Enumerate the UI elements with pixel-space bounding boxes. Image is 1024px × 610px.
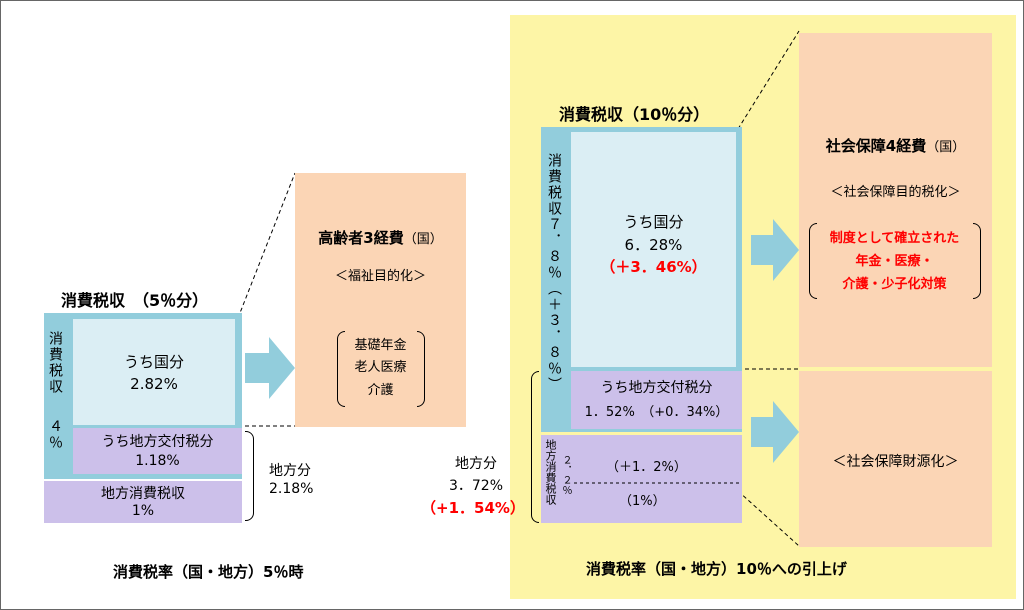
right-national-value: 6．28% xyxy=(624,236,683,254)
right-footer: 消費税率（国・地方）10％への引上げ xyxy=(586,560,847,578)
left-top-connector xyxy=(237,172,296,319)
elderly-title-suffix: （国） xyxy=(403,232,443,247)
right-upper-arrow-icon xyxy=(751,219,799,281)
social-item-3: 介護・少子化対策 xyxy=(842,277,947,292)
right-national-label: うち国分 xyxy=(623,213,684,231)
left-footer: 消費税率（国・地方）5％時 xyxy=(113,563,304,581)
elderly-bracket-right xyxy=(417,331,425,407)
social-title-suffix: （国） xyxy=(926,140,966,155)
right-top-connector xyxy=(737,30,800,130)
right-vertical-label: 消費税収７．８％（＋３．８％） xyxy=(546,153,562,393)
elderly-subtitle: ＜福祉目的化＞ xyxy=(334,269,426,284)
left-vertical-label: 消費税収 xyxy=(47,331,63,395)
left-local-consumption-value: 1% xyxy=(131,503,155,519)
elderly-title-bold: 高齢者3経費 xyxy=(318,229,404,247)
social-fund-label: ＜社会保障財源化＞ xyxy=(832,454,959,470)
social-item-2: 年金・医療・ xyxy=(855,254,934,269)
social-fund-box xyxy=(799,371,992,547)
left-local-grant-box xyxy=(73,428,242,474)
left-local-grant-label: うち地方交付税分 xyxy=(101,434,214,450)
right-local-divider xyxy=(574,482,742,484)
right-local-grant-box xyxy=(571,371,742,429)
right-local-bracket xyxy=(531,371,539,523)
right-local-total-label: 地方分 xyxy=(455,456,497,472)
social-security-box xyxy=(799,33,992,367)
left-local-total-label: 地方分 xyxy=(269,463,311,479)
right-header: 消費税収（10％分） xyxy=(559,105,710,124)
left-national-value: 2.82% xyxy=(130,375,178,393)
elderly-item-1: 基礎年金 xyxy=(354,338,407,353)
right-bottom-connector xyxy=(737,490,800,547)
left-local-grant-value: 1.18% xyxy=(135,453,180,469)
left-local-consumption-box xyxy=(44,481,242,523)
social-subtitle: ＜社会保障目的税化＞ xyxy=(830,185,961,200)
right-national-box xyxy=(571,132,736,367)
left-header: 消費税収 （5％分） xyxy=(61,291,209,310)
right-local-increase: （＋1．2%） xyxy=(606,460,687,475)
social-title-bold: 社会保障4経費 xyxy=(825,137,927,155)
right-local-grant-label: うち地方交付税分 xyxy=(600,380,713,396)
left-local-total-value: 2.18% xyxy=(269,481,314,497)
left-national-box xyxy=(73,319,235,425)
elderly-item-3: 介護 xyxy=(367,383,394,398)
left-vertical-percent: ４％ xyxy=(47,419,63,451)
left-local-consumption-label: 地方消費税収 xyxy=(101,486,185,502)
right-local-total-value: 3．72% xyxy=(448,478,504,494)
left-arrow-icon xyxy=(245,337,295,399)
right-local-consumption-vertical: 地方消費税収 xyxy=(544,439,557,505)
right-local-total-increase: （+1．54%） xyxy=(421,499,525,517)
left-local-bracket xyxy=(245,431,254,521)
right-local-grant-value: 1．52% （+0．34%） xyxy=(584,405,729,420)
social-bracket-right xyxy=(973,223,981,299)
elderly-item-2: 老人医療 xyxy=(354,360,407,375)
elderly-title: 高齢者3経費（国） xyxy=(295,227,466,248)
right-local-consumption-rate: ２．２％ xyxy=(560,455,571,495)
right-lower-arrow-icon xyxy=(751,401,799,463)
right-local-base: （1%） xyxy=(619,494,666,509)
social-title: 社会保障4経費（国） xyxy=(799,135,992,156)
right-local-consumption-box xyxy=(541,435,742,523)
elderly-expenses-box xyxy=(295,173,466,427)
left-national-label: うち国分 xyxy=(123,353,184,371)
right-national-increase: （＋3．46%） xyxy=(600,258,707,276)
social-item-1: 制度として確立された xyxy=(829,231,960,246)
